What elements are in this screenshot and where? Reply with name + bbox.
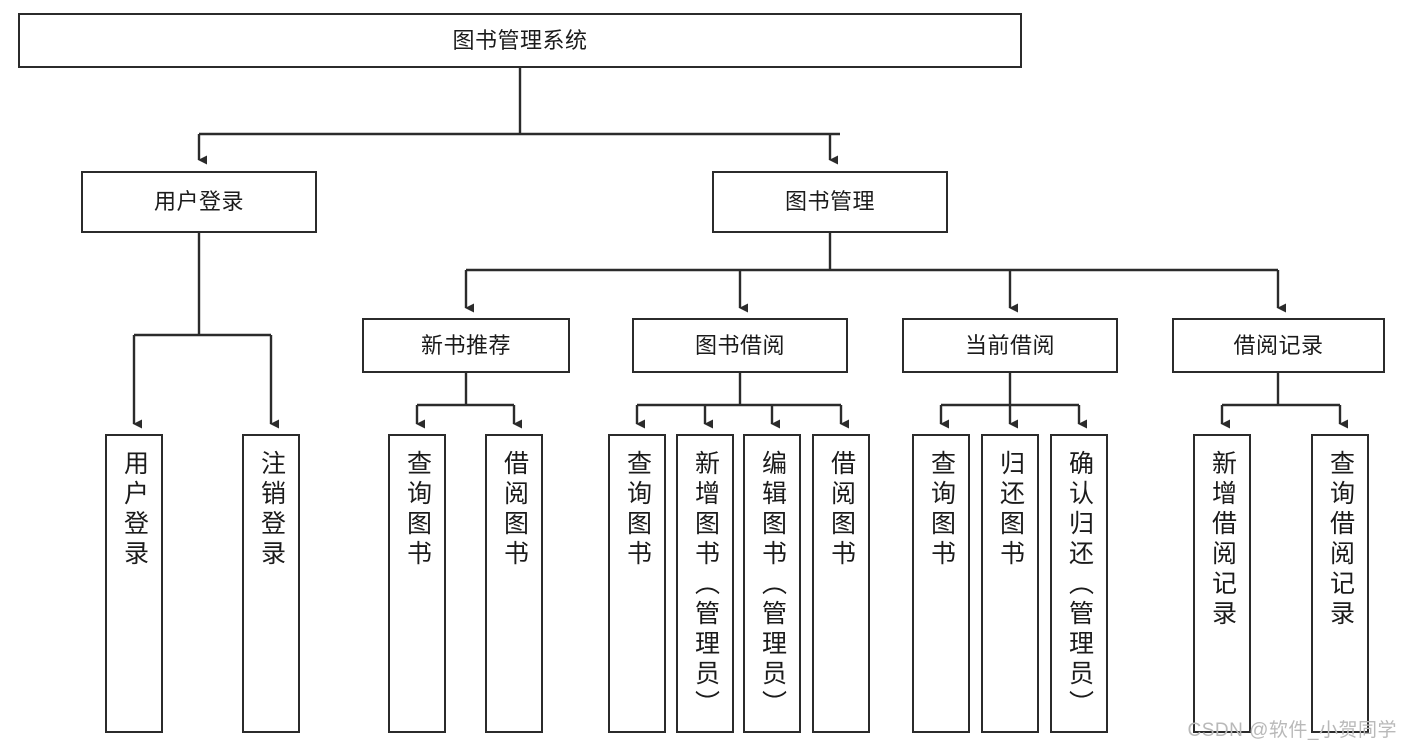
- node-book-borrow-label: 图书借阅: [694, 332, 785, 358]
- node-leaf-add-record[interactable]: 新增借阅记录: [1193, 434, 1251, 733]
- node-leaf-query-record-label: 查询借阅记录: [1326, 450, 1355, 630]
- node-new-book-recommend[interactable]: 新书推荐: [362, 318, 570, 373]
- node-leaf-borrow-book-1[interactable]: 借阅图书: [485, 434, 543, 733]
- node-leaf-logout-label: 注销登录: [257, 450, 286, 570]
- node-leaf-query-book-2-label: 查询图书: [623, 450, 652, 570]
- node-leaf-add-record-label: 新增借阅记录: [1208, 450, 1237, 630]
- node-leaf-query-record[interactable]: 查询借阅记录: [1311, 434, 1369, 733]
- node-leaf-borrow-book-2-label: 借阅图书: [827, 450, 856, 570]
- node-leaf-return-book[interactable]: 归还图书: [981, 434, 1039, 733]
- node-leaf-add-book[interactable]: 新增图书（管理员）: [676, 434, 734, 733]
- node-leaf-confirm-return-label: 确认归还（管理员）: [1065, 450, 1094, 720]
- node-current-borrow-label: 当前借阅: [964, 332, 1055, 358]
- node-root-label: 图书管理系统: [452, 27, 588, 53]
- node-borrow-record-label: 借阅记录: [1233, 332, 1324, 358]
- node-borrow-record[interactable]: 借阅记录: [1172, 318, 1385, 373]
- node-leaf-logout[interactable]: 注销登录: [242, 434, 300, 733]
- node-leaf-add-book-label: 新增图书（管理员）: [691, 450, 720, 720]
- node-leaf-borrow-book-1-label: 借阅图书: [500, 450, 529, 570]
- node-book-management-label: 图书管理: [784, 189, 875, 215]
- node-leaf-query-book-3-label: 查询图书: [927, 450, 956, 570]
- node-leaf-user-login[interactable]: 用户登录: [105, 434, 163, 733]
- node-leaf-borrow-book-2[interactable]: 借阅图书: [812, 434, 870, 733]
- node-user-login-label: 用户登录: [153, 189, 244, 215]
- node-leaf-query-book-1-label: 查询图书: [403, 450, 432, 570]
- node-leaf-edit-book[interactable]: 编辑图书（管理员）: [743, 434, 801, 733]
- node-leaf-query-book-1[interactable]: 查询图书: [388, 434, 446, 733]
- node-book-management[interactable]: 图书管理: [712, 171, 948, 233]
- node-leaf-query-book-2[interactable]: 查询图书: [608, 434, 666, 733]
- node-leaf-user-login-label: 用户登录: [120, 450, 149, 570]
- node-root[interactable]: 图书管理系统: [18, 13, 1022, 68]
- node-leaf-edit-book-label: 编辑图书（管理员）: [758, 450, 787, 720]
- node-new-book-recommend-label: 新书推荐: [420, 332, 511, 358]
- node-leaf-return-book-label: 归还图书: [996, 450, 1025, 570]
- node-current-borrow[interactable]: 当前借阅: [902, 318, 1118, 373]
- node-book-borrow[interactable]: 图书借阅: [632, 318, 848, 373]
- node-user-login[interactable]: 用户登录: [81, 171, 317, 233]
- node-leaf-confirm-return[interactable]: 确认归还（管理员）: [1050, 434, 1108, 733]
- node-leaf-query-book-3[interactable]: 查询图书: [912, 434, 970, 733]
